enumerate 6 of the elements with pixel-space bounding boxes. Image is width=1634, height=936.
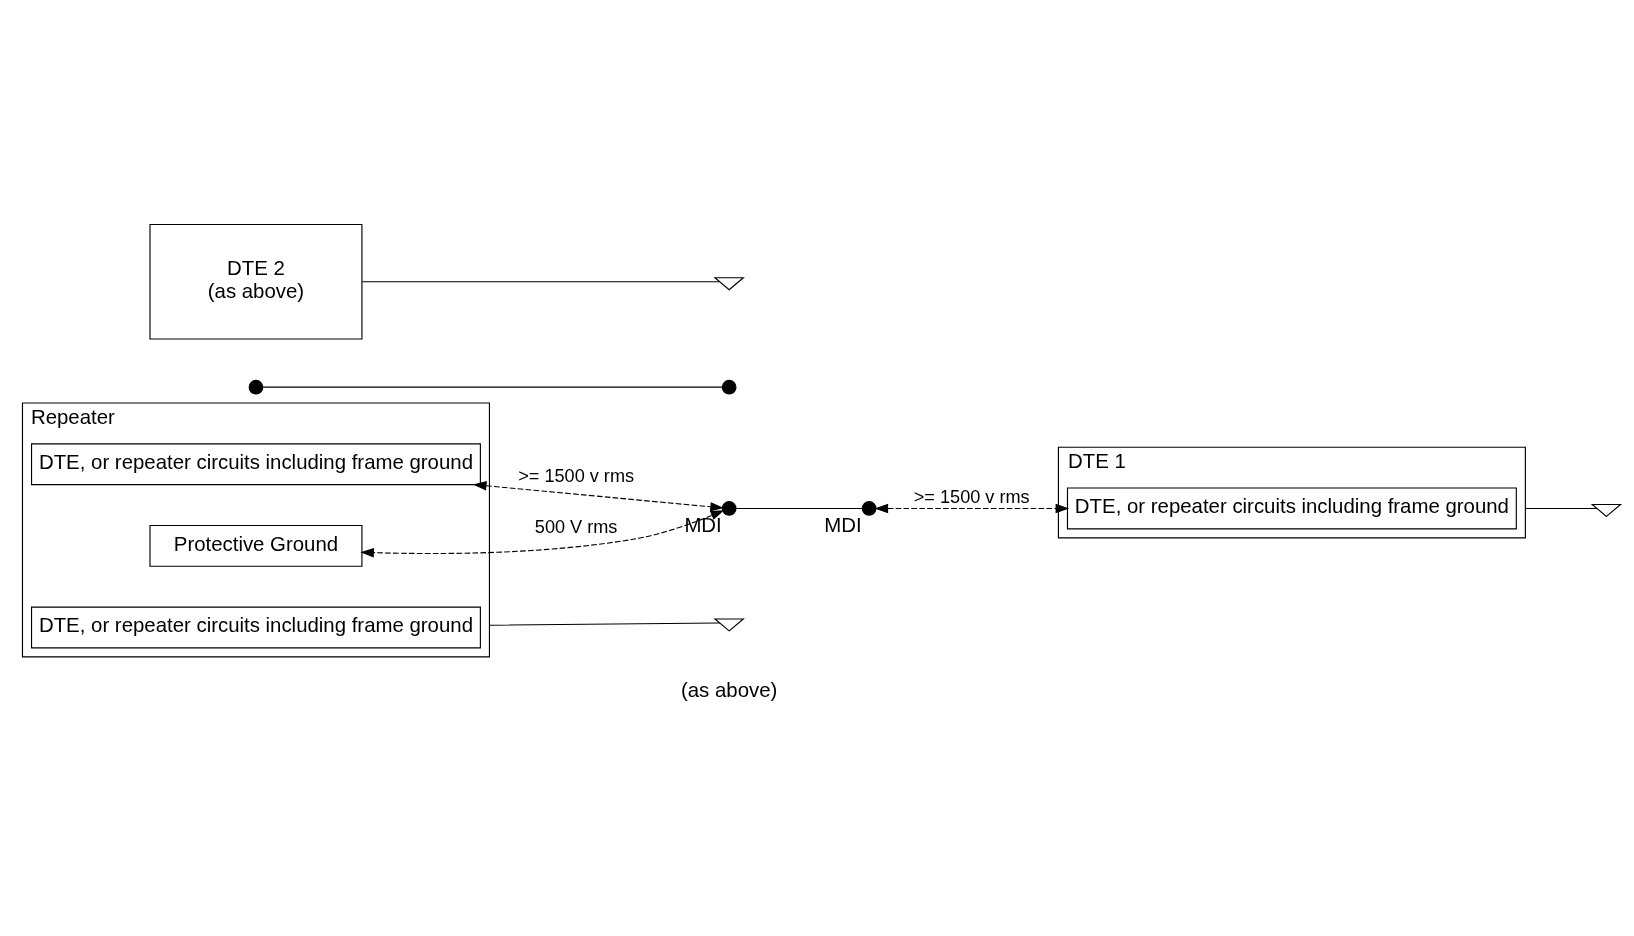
edge-label: >= 1500 v rms	[913, 486, 1030, 507]
edge-label: >= 1500 v rms	[518, 465, 635, 486]
node-label: MDI	[824, 513, 862, 536]
edge-label: 500 V rms	[534, 516, 618, 537]
node-label: MDI	[684, 513, 722, 536]
label: (as above)	[680, 678, 778, 701]
